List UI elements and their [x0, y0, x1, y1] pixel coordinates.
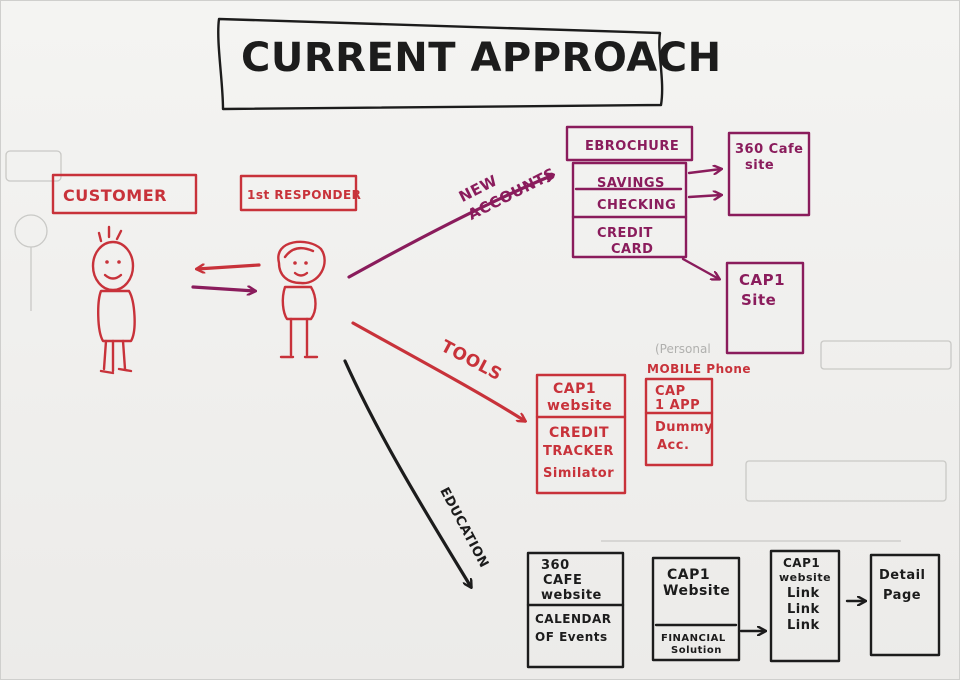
cafe-website-line1: 360: [541, 558, 570, 573]
site-360-box: [727, 131, 811, 217]
education-label: EDUCATION: [436, 485, 491, 571]
arrow-to-360-site: [687, 169, 721, 173]
personal-note: (Personal: [655, 342, 711, 356]
responder-label: 1st RESPONDER: [247, 188, 361, 202]
cafe-website-line3: website: [541, 588, 602, 603]
credit-tracker-line2: TRACKER: [543, 444, 614, 459]
ghost-marks: [5, 150, 952, 542]
cafe-website-line2: CAFE: [543, 573, 582, 588]
arrow-new-accounts: [347, 175, 553, 279]
mobile-app-box: [644, 377, 714, 467]
customer-label: CUSTOMER: [63, 186, 167, 205]
tools-cap1-line2: website: [547, 398, 612, 414]
edu-cap1-line1: CAP1: [667, 567, 710, 583]
calendar-line2: OF Events: [535, 630, 608, 644]
financial-line1: FINANCIAL: [661, 633, 726, 644]
accounts-stack: [571, 161, 688, 259]
arrow-to-responder: [191, 285, 255, 291]
tools-box: [535, 373, 627, 495]
site-360-line2: site: [745, 158, 774, 173]
detail-page-box: [869, 553, 941, 657]
link-page-line5: Link: [787, 618, 820, 633]
new-accounts-label: NEW ACCOUNTS: [456, 164, 559, 224]
checking-label: CHECKING: [597, 198, 676, 213]
dummy-acc-line2: Acc.: [657, 438, 689, 453]
credit-card-label-line2: CARD: [611, 242, 653, 257]
arrow-education: [343, 359, 471, 587]
cap1-site-line1: CAP1: [739, 271, 785, 289]
arrow-to-360-site-2: [687, 195, 721, 197]
tools-label: TOOLS: [437, 336, 505, 385]
tools-cap1-line1: CAP1: [553, 381, 596, 397]
ebrochure-box: [565, 125, 694, 162]
link-page-line3: Link: [787, 586, 820, 601]
cap1-app-line2: 1 APP: [655, 398, 700, 413]
customer-figure: [91, 225, 136, 375]
title-box: [217, 17, 664, 111]
arrow-to-cap1-site: [681, 257, 719, 279]
mobile-phone-label: MOBILE Phone: [647, 362, 751, 376]
credit-card-label-line1: CREDIT: [597, 226, 653, 241]
link-page-box: [769, 549, 841, 663]
link-page-line1: CAP1: [783, 556, 820, 570]
edu-cap1-line2: Website: [663, 583, 730, 599]
page-title: CURRENT APPROACH: [241, 35, 722, 81]
customer-box: [51, 173, 198, 215]
dummy-acc-line1: Dummy: [655, 420, 713, 435]
cap1-app-line1: CAP: [655, 384, 686, 399]
ebrochure-label: EBROCHURE: [585, 139, 679, 154]
arrow-to-customer: [197, 263, 261, 269]
responder-box: [239, 174, 358, 212]
credit-tracker-line1: CREDIT: [549, 425, 609, 441]
cap1-website-box: [651, 556, 741, 662]
site-360-line1: 360 Cafe: [735, 142, 803, 157]
credit-tracker-line3: Similator: [543, 466, 614, 481]
link-page-line4: Link: [787, 602, 820, 617]
savings-label: SAVINGS: [597, 176, 665, 191]
financial-line2: Solution: [671, 645, 722, 656]
cap1-site-box: [725, 261, 805, 355]
calendar-line1: CALENDAR: [535, 612, 611, 626]
arrow-tools: [351, 321, 525, 421]
responder-figure: [277, 240, 326, 359]
cap1-site-line2: Site: [741, 291, 776, 309]
cafe-website-box: [526, 551, 625, 669]
link-page-line2: website: [779, 571, 831, 584]
detail-page-line2: Page: [883, 588, 921, 603]
detail-page-line1: Detail: [879, 568, 926, 583]
